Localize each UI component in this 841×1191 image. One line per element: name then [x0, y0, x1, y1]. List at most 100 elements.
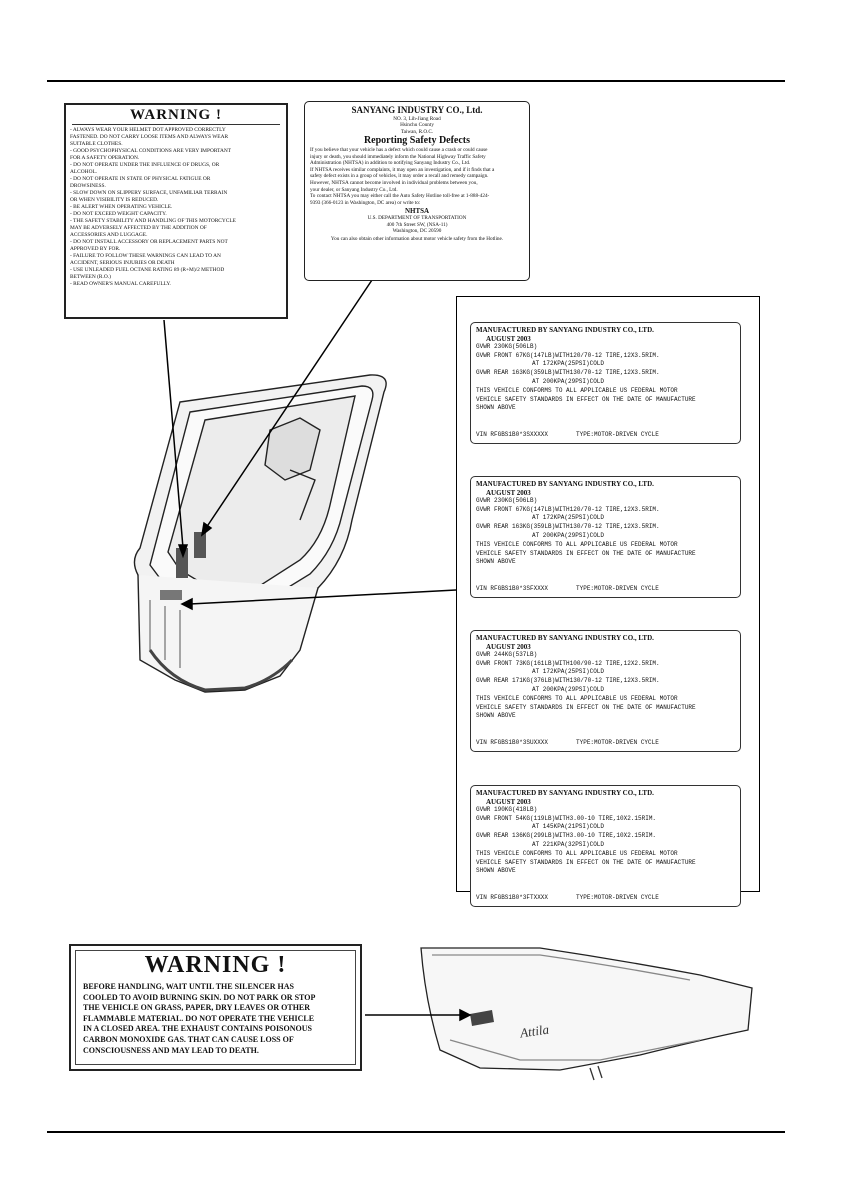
vehicle-label-type: TYPE:MOTOR-DRIVEN CYCLE — [576, 585, 659, 593]
vehicle-label-conform1: THIS VEHICLE CONFORMS TO ALL APPLICABLE … — [476, 695, 678, 703]
warning-line: - BE ALERT WHEN OPERATING VEHICLE. — [70, 204, 173, 210]
warning-line: FASTENED. DO NOT CARRY LOOSE ITEMS AND A… — [70, 134, 229, 140]
vehicle-label-conform3: SHOWN ABOVE — [476, 712, 516, 720]
warning-line: - DO NOT OPERATE IN STATE OF PHYSICAL FA… — [70, 176, 211, 182]
vehicle-label-front2: AT 172KPA(25PSI)COLD — [532, 668, 605, 676]
warning-line: - DO NOT INSTALL ACCESSORY OR REPLACEMEN… — [70, 239, 228, 245]
warning-line: - THE SAFETY STABILITY AND HANDLING OF T… — [70, 218, 236, 224]
defects-body-line: If you believe that your vehicle has a d… — [310, 146, 488, 153]
vehicle-label-conform1: THIS VEHICLE CONFORMS TO ALL APPLICABLE … — [476, 387, 678, 395]
vehicle-label-rear: GVWR REAR 136KG(299LB)WITH3.00-10 TIRE,1… — [476, 831, 657, 839]
vehicle-label-gvwr: GVWR 230KG(506LB) — [476, 497, 538, 505]
silencer-warning-text: BEFORE HANDLING, WAIT UNTIL THE SILENCER… — [71, 979, 360, 1056]
vehicle-label-rear: GVWR REAR 163KG(359LB)WITH130/70-12 TIRE… — [476, 522, 660, 530]
silencer-warning-line: IN A CLOSED AREA. THE EXHAUST CONTAINS P… — [83, 1024, 312, 1034]
warning-line: APPROVED BY FOR. — [70, 246, 121, 252]
warning-title: WARNING ! — [72, 105, 280, 125]
vehicle-label-conform1: THIS VEHICLE CONFORMS TO ALL APPLICABLE … — [476, 850, 678, 858]
vehicle-label-vin: VIN RFGBS1B0*3SFXXXX — [476, 585, 549, 593]
defects-body-line: However, NHTSA cannot become involved in… — [310, 179, 478, 186]
vehicle-label-conform3: SHOWN ABOVE — [476, 404, 516, 412]
vehicle-label-vin: VIN RFGBS1B0*3SUXXXX — [476, 739, 549, 747]
agency-line: 400 7th Street SW, (NSA-11) — [386, 221, 448, 228]
warning-line: - GOOD PSYCHOPHYSICAL CONDITIONS ARE VER… — [70, 148, 232, 154]
address-line: NO. 3, Lih-Jiang Road — [393, 115, 441, 122]
silencer-warning-title: WARNING ! — [144, 952, 287, 978]
vehicle-label-gvwr: GVWR 244KG(537LB) — [476, 651, 538, 659]
vehicle-label-front2: AT 145KPA(21PSI)COLD — [532, 823, 605, 831]
warning-line: - ALWAYS WEAR YOUR HELMET DOT APPROVED C… — [70, 127, 226, 133]
warning-line: - DO NOT OPERATE UNDER THE INFLUENCE OF … — [70, 162, 220, 168]
address-line: Taiwan, R.O.C. — [400, 128, 434, 135]
defects-body-line: To contact NHTSA you may either call the… — [310, 193, 490, 200]
vehicle-label-front2: AT 172KPA(25PSI)COLD — [532, 360, 605, 368]
side-cover-logo: Attila — [518, 1021, 550, 1040]
warning-line: ALCOHOL. — [70, 169, 98, 175]
warning-line: ACCESSORIES AND LUGGAGE. — [70, 232, 148, 238]
agency-line: U.S. DEPARTMENT OF TRANSPORTATION — [367, 214, 467, 221]
vehicle-label-header: MANUFACTURED BY SANYANG INDUSTRY CO., LT… — [476, 326, 654, 334]
agency-line: Washington, DC 20590 — [392, 228, 442, 235]
company-name: SANYANG INDUSTRY CO., Ltd. — [351, 105, 483, 115]
defects-body-line: your dealer, or Sanyang Industry Co., Lt… — [310, 186, 398, 193]
defects-body-line: Administration (NHTSA) in addition to no… — [310, 160, 471, 167]
silencer-warning-line: CONSCIOUSNESS AND MAY LEAD TO DEATH. — [83, 1045, 259, 1055]
warning-line: FOR A SAFETY OPERATION. — [70, 155, 140, 161]
vehicle-label-type: TYPE:MOTOR-DRIVEN CYCLE — [576, 894, 659, 902]
vehicle-cert-label: MANUFACTURED BY SANYANG INDUSTRY CO., LT… — [470, 322, 741, 444]
address-line: Hsinchu County — [400, 122, 434, 129]
warning-line: DROWSINESS. — [70, 183, 106, 189]
vehicle-label-rear: GVWR REAR 163KG(359LB)WITH130/70-12 TIRE… — [476, 368, 660, 376]
defects-footer: You can also obtain other information ab… — [330, 235, 504, 242]
vehicle-label-vin: VIN RFGBS1B0*3FTXXXX — [476, 894, 549, 902]
vehicle-label-front: GVWR FRONT 73KG(161LB)WITH100/90-12 TIRE… — [476, 659, 660, 667]
vehicle-label-conform2: VEHICLE SAFETY STANDARDS IN EFFECT ON TH… — [476, 858, 696, 866]
vehicle-label-vin-row: VIN RFGBS1B0*3FTXXXX TYPE:MOTOR-DRIVEN CY… — [476, 894, 735, 903]
vehicle-label-type: TYPE:MOTOR-DRIVEN CYCLE — [576, 431, 659, 439]
vehicle-label-rear2: AT 200KPA(29PSI)COLD — [532, 531, 605, 539]
vehicle-label-conform2: VEHICLE SAFETY STANDARDS IN EFFECT ON TH… — [476, 549, 696, 557]
top-rule — [47, 80, 785, 82]
warning-line: OR WHEN VISIBILITY IS REDUCED. — [70, 197, 159, 203]
vehicle-label-type: TYPE:MOTOR-DRIVEN CYCLE — [576, 739, 659, 747]
vehicle-label-vin-row: VIN RFGBS1B0*3SXXXXX TYPE:MOTOR-DRIVEN CY… — [476, 431, 735, 440]
warning-line: - FAILURE TO FOLLOW THESE WARNINGS CAN L… — [70, 253, 221, 259]
vehicle-label-conform1: THIS VEHICLE CONFORMS TO ALL APPLICABLE … — [476, 541, 678, 549]
agency-name: NHTSA — [404, 207, 430, 216]
vehicle-cert-label: MANUFACTURED BY SANYANG INDUSTRY CO., LT… — [470, 785, 741, 907]
warning-line: - DO NOT EXCEED WEIGHT CAPACITY. — [70, 211, 167, 217]
warning-line: ACCIDENT, SERIOUS INJURIES OR DEATH — [70, 260, 175, 266]
vehicle-label-vin: VIN RFGBS1B0*3SXXXXX — [476, 431, 549, 439]
vehicle-label-date: AUGUST 2003 — [486, 797, 531, 806]
warning-line: - READ OWNER'S MANUAL CAREFULLY. — [70, 281, 171, 287]
warning-line: MAY BE ADVERSELY AFFECTED BY THE ADDITIO… — [70, 225, 207, 231]
vehicle-label-conform3: SHOWN ABOVE — [476, 867, 516, 875]
silencer-warning-label: WARNING ! BEFORE HANDLING, WAIT UNTIL TH… — [69, 944, 362, 1071]
vehicle-label-date: AUGUST 2003 — [486, 488, 531, 497]
vehicle-label-header: MANUFACTURED BY SANYANG INDUSTRY CO., LT… — [476, 789, 654, 797]
vehicle-label-conform3: SHOWN ABOVE — [476, 558, 516, 566]
warning-line: SUITABLE CLOTHES. — [70, 141, 123, 147]
vehicle-label-header: MANUFACTURED BY SANYANG INDUSTRY CO., LT… — [476, 634, 654, 642]
defects-body-line: injury or death, you should immediately … — [310, 153, 486, 160]
vehicle-label-date: AUGUST 2003 — [486, 642, 531, 651]
defects-body: If you believe that your vehicle has a d… — [305, 147, 529, 206]
vehicle-label-rear2: AT 200KPA(29PSI)COLD — [532, 377, 605, 385]
vehicle-label-front: GVWR FRONT 67KG(147LB)WITH120/70-12 TIRE… — [476, 505, 660, 513]
vehicle-label-vin-row: VIN RFGBS1B0*3SUXXXX TYPE:MOTOR-DRIVEN CY… — [476, 739, 735, 748]
warning-line: BETWEEN (R.O.) — [70, 274, 111, 280]
warning-line: - USE UNLEADED FUEL OCTANE RATING 89 (R+… — [70, 267, 225, 273]
vehicle-label-date: AUGUST 2003 — [486, 334, 531, 343]
warning-text: - ALWAYS WEAR YOUR HELMET DOT APPROVED C… — [66, 127, 286, 288]
safety-defects-label: SANYANG INDUSTRY CO., Ltd. NO. 3, Lih-Ji… — [304, 101, 530, 281]
vehicle-label-front2: AT 172KPA(25PSI)COLD — [532, 514, 605, 522]
silencer-warning-line: BEFORE HANDLING, WAIT UNTIL THE SILENCER… — [83, 982, 294, 991]
vehicle-label-gvwr: GVWR 190KG(418LB) — [476, 806, 538, 814]
vehicle-label-header: MANUFACTURED BY SANYANG INDUSTRY CO., LT… — [476, 480, 654, 488]
silencer-warning-line: COOLED TO AVOID BURNING SKIN. DO NOT PAR… — [83, 992, 316, 1002]
vehicle-label-conform2: VEHICLE SAFETY STANDARDS IN EFFECT ON TH… — [476, 395, 696, 403]
vehicle-label-rear2: AT 200KPA(29PSI)COLD — [532, 685, 605, 693]
